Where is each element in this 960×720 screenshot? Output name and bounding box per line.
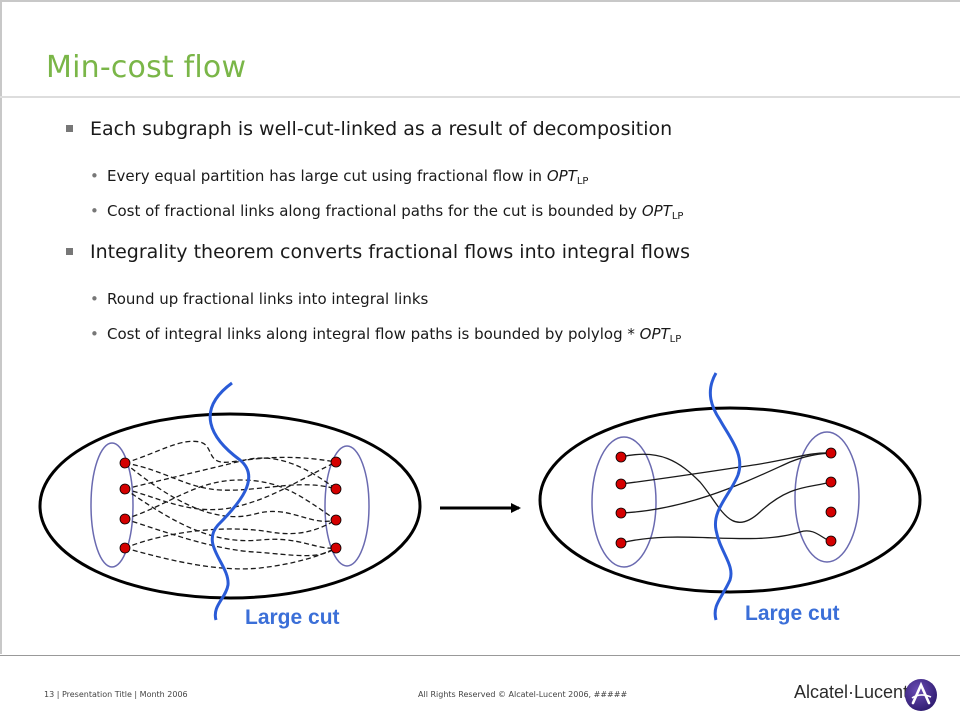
node — [119, 513, 131, 525]
left-partition-b — [324, 445, 370, 567]
bullet-1-text: Each subgraph is well-cut-linked as a re… — [90, 118, 673, 140]
square-bullet-icon — [66, 248, 73, 255]
right-partition-b — [794, 431, 860, 563]
bullet-1-sub-2-text: Cost of fractional links along fractiona… — [107, 202, 642, 220]
integral-link — [620, 452, 832, 514]
alcatel-lucent-logo-icon — [905, 679, 937, 711]
fractional-link — [124, 440, 337, 464]
slide-title: Min-cost flow — [46, 50, 247, 85]
left-nodes — [119, 456, 342, 554]
node — [330, 542, 342, 554]
footer-copyright: All Rights Reserved © Alcatel-Lucent 200… — [418, 690, 628, 699]
node — [825, 506, 837, 518]
node — [119, 457, 131, 469]
integral-links — [620, 452, 832, 544]
frame-top-border — [0, 0, 960, 2]
node — [119, 483, 131, 495]
right-cut-line — [708, 372, 742, 621]
right-subgraph-ellipse — [538, 406, 922, 594]
opt-label: OPT — [641, 202, 672, 220]
node — [330, 456, 342, 468]
title-divider — [0, 96, 960, 98]
bullet-2-sub-1-text: Round up fractional links into integral … — [107, 290, 429, 308]
square-bullet-icon — [66, 125, 73, 132]
fractional-link — [124, 479, 337, 521]
brand-wordmark: Alcatel·Lucent — [794, 682, 909, 702]
footer-page-info: 13 | Presentation Title | Month 2006 — [44, 690, 188, 699]
dot-bullet-icon: • — [90, 290, 99, 308]
node — [330, 483, 342, 495]
node — [825, 535, 837, 547]
opt-subscript: LP — [576, 176, 589, 187]
dot-bullet-icon: • — [90, 202, 99, 220]
fractional-links — [124, 440, 337, 570]
left-cut-label: Large cut — [245, 606, 340, 629]
dot-bullet-icon: • — [90, 167, 99, 185]
fractional-link — [124, 462, 337, 522]
opt-label: OPT — [546, 167, 577, 185]
node — [330, 514, 342, 526]
left-partition-a — [90, 442, 134, 568]
opt-subscript: LP — [671, 211, 684, 222]
opt-label: OPT — [639, 325, 670, 343]
node — [825, 447, 837, 459]
left-subgraph-ellipse — [38, 412, 422, 600]
fractional-link — [124, 488, 337, 549]
fractional-link — [124, 519, 337, 549]
frame-left-border — [0, 0, 2, 654]
footer-divider — [0, 655, 960, 656]
bullet-2-sub-2-text: Cost of integral links along integral fl… — [107, 325, 640, 343]
node — [615, 451, 627, 463]
right-partition-a — [591, 436, 657, 568]
right-nodes — [615, 447, 837, 549]
integral-link — [620, 452, 832, 485]
bullet-2-text: Integrality theorem converts fractional … — [90, 241, 691, 263]
fractional-link — [124, 457, 337, 490]
node — [615, 537, 627, 549]
node — [615, 507, 627, 519]
integral-link — [620, 530, 832, 544]
fractional-link — [124, 462, 337, 491]
dot-bullet-icon: • — [90, 325, 99, 343]
integral-link — [620, 453, 832, 524]
fractional-link — [124, 547, 337, 570]
node — [119, 542, 131, 554]
left-cut-line — [208, 381, 251, 621]
node — [825, 476, 837, 488]
opt-subscript: LP — [669, 334, 682, 345]
flow-diagram — [38, 372, 922, 621]
fractional-link — [124, 518, 337, 557]
fractional-link — [124, 461, 337, 511]
node — [615, 478, 627, 490]
bullet-1-sub-1-text: Every equal partition has large cut usin… — [107, 167, 547, 185]
right-cut-label: Large cut — [745, 602, 840, 625]
